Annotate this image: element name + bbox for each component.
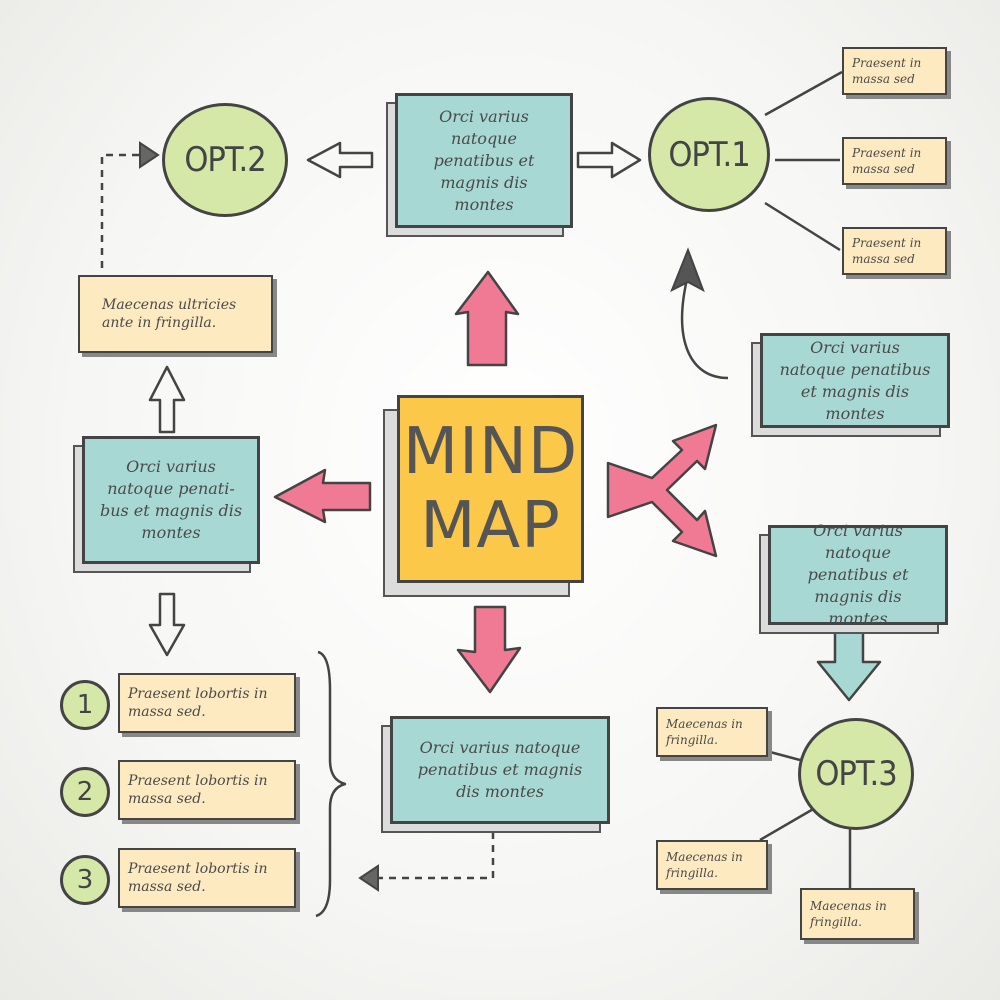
- opt3-note: Maecenas in fringilla.: [656, 707, 768, 757]
- opt2-circle: OPT.2: [162, 103, 288, 217]
- arrow-left-pink: [273, 468, 372, 524]
- center-title-line1: MIND: [402, 415, 579, 489]
- opt3-note: Maecenas in fringilla.: [800, 888, 915, 940]
- right-upper-box: Orci varius natoque penatibus et magnis …: [760, 333, 950, 428]
- list-item: Praesent lobortis in massa sed.: [118, 673, 296, 733]
- dashed-note-to-opt2: [100, 153, 140, 268]
- arrow-fork-right-pink: [606, 423, 718, 558]
- left-note: Maecenas ultricies ante in fringilla.: [78, 275, 273, 353]
- opt1-note: Praesent in massa sed: [842, 227, 947, 275]
- list-number-badge: 1: [60, 680, 110, 730]
- arrow-left-box-down: [148, 592, 186, 657]
- arrow-down-to-opt3: [816, 626, 882, 702]
- list-item: Praesent lobortis in massa sed.: [118, 760, 296, 820]
- list-item: Praesent lobortis in massa sed.: [118, 848, 296, 908]
- list-number-badge: 2: [60, 767, 110, 817]
- list-brace: [315, 650, 347, 918]
- arrow-down-pink: [456, 605, 522, 694]
- left-box: Orci varius natoque penati- bus et magni…: [82, 436, 260, 564]
- arrow-to-opt1: [576, 141, 642, 179]
- dashed-bottom-box-to-list: [378, 832, 495, 880]
- arrow-to-opt2: [306, 141, 374, 179]
- opt3-note: Maecenas in fringilla.: [656, 840, 768, 890]
- bottom-box: Orci varius natoque penatibus et magnis …: [390, 716, 610, 824]
- opt1-note: Praesent in massa sed: [842, 47, 947, 95]
- mind-map-center: MIND MAP: [397, 395, 584, 583]
- arrow-left-box-up: [148, 365, 186, 434]
- right-lower-box: Orci varius natoque penatibus et magnis …: [768, 521, 948, 628]
- list-number-badge: 3: [60, 855, 110, 905]
- center-title-line2: MAP: [420, 489, 561, 563]
- opt3-circle: OPT.3: [798, 718, 914, 830]
- top-box: Orci varius natoque penatibus et magnis …: [395, 93, 573, 228]
- curved-arrow-to-opt1: [680, 274, 729, 380]
- opt1-note: Praesent in massa sed: [842, 137, 947, 185]
- opt1-circle: OPT.1: [648, 97, 770, 212]
- arrow-up-pink: [454, 270, 520, 367]
